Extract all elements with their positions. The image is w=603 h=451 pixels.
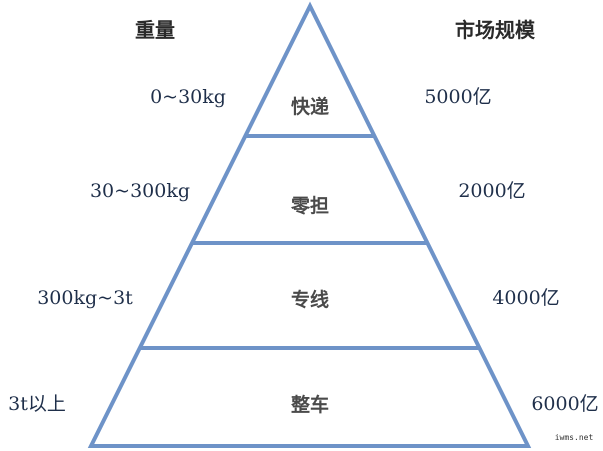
header-weight: 重量 — [135, 18, 175, 42]
watermark-text: iwms.net — [555, 433, 594, 442]
level-name-1: 快递 — [291, 95, 329, 118]
weight-range-1: 0~30kg — [150, 86, 226, 108]
pyramid-outline — [87, 1, 532, 448]
market-size-3: 4000亿 — [492, 287, 559, 309]
level-name-2: 零担 — [290, 194, 329, 217]
market-size-2: 2000亿 — [458, 180, 525, 202]
market-size-1: 5000亿 — [424, 86, 491, 108]
market-size-4: 6000亿 — [531, 393, 598, 415]
header-market: 市场规模 — [455, 18, 536, 42]
level-name-4: 整车 — [291, 393, 329, 416]
weight-range-3: 300kg~3t — [37, 287, 133, 309]
level-name-3: 专线 — [291, 288, 329, 311]
weight-range-4: 3t以上 — [8, 393, 66, 415]
weight-range-2: 30~300kg — [90, 180, 190, 202]
